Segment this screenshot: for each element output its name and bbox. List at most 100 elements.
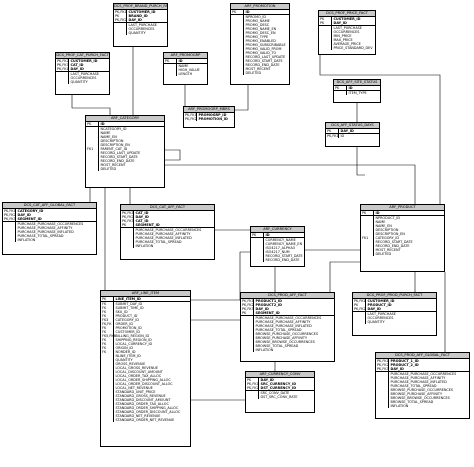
primary-key-column: LINE_ITEM_ID [113, 297, 190, 301]
column-row: DESCRIPTION [86, 139, 164, 143]
key-marker [121, 244, 133, 248]
column-name: LOCAL_DISCOUNT_AMOUNT [113, 370, 190, 374]
column-row: DESCRIPTION_EN [361, 232, 444, 236]
column-name: LENGTH [176, 72, 207, 76]
column-name: BROWSE_PURCHASE_OCCURRENCES [253, 332, 334, 336]
key-marker: FK [102, 338, 107, 342]
column-row: PURCHASE_PURCHASE_INFLATED [121, 236, 214, 240]
primary-key-column: DAY_ID [15, 213, 96, 217]
column-name: LAST_PURCHASE [68, 72, 109, 76]
column-name: PURCHASE_PURCHASE_AFFINITY [388, 376, 469, 380]
column-row: BROWSE_PURCHASE_AFFINITY [241, 336, 334, 340]
column-row: INFLATION [376, 404, 469, 408]
primary-key-column: PRODUCT2_ID [253, 303, 334, 307]
table-title: DCS_CAT_AFF_GLOBAL_FACT [3, 203, 96, 209]
key-marker: FK1 [87, 147, 94, 151]
column-name: NLINE_ITEM_ID [113, 354, 190, 358]
column-name: BILLING_REGION_ID [113, 334, 190, 338]
column-row: NAME [164, 64, 207, 68]
column-row: RECORD_END_DATE [231, 63, 289, 67]
column-row: LOCAL_NET_REVENUE [101, 386, 190, 390]
key-marker: PK,FK3 [377, 367, 389, 371]
column-name: HIGH_VALUE [176, 68, 207, 72]
column-name: DELETED [373, 252, 444, 256]
table-title: DCS_PROD_AFF_GLOBAL_FACT [376, 353, 469, 359]
primary-key-column: DAY_ID [68, 67, 109, 71]
column-name: LAST_PURCHASE [126, 23, 167, 27]
column-row: HIGH_VALUE [164, 68, 207, 72]
rel-days-to-product [356, 147, 365, 176]
key-marker [101, 418, 113, 422]
column-row: LAST_PURCHASE [56, 72, 109, 76]
column-row: RECORD_START_DATE [251, 254, 304, 258]
primary-key-column: BRAND_ID [126, 14, 167, 18]
column-name: CUSTOMER_ID [113, 330, 190, 334]
column-name: LOCAL_NET_REVENUE [113, 386, 190, 390]
table-title: DCS_PROF_PRICE_FACT [319, 11, 375, 17]
key-marker: PK [327, 129, 332, 133]
column-name: SUBMIT_TIME_ID [113, 306, 190, 310]
table-title: ARF_LINE_ITEM [101, 291, 190, 297]
key-marker: PK [242, 311, 247, 315]
rel-category-to-product [165, 164, 416, 205]
key-marker: PK,FK2 [4, 213, 16, 217]
column-name: OCCURRENCES [331, 30, 375, 34]
column-row: QUANTITY [56, 80, 109, 84]
key-marker: PK [354, 303, 359, 307]
rel-currency-to-line-item [191, 251, 250, 301]
column-row: RECORD_END_DATE [86, 159, 164, 163]
primary-key-column: CATEGORY_ID [15, 209, 96, 213]
key-marker: FK [102, 326, 107, 330]
column-row: MOST_RECENT [86, 163, 164, 167]
column-name: OCCURRENCES [68, 76, 109, 80]
section-divider [56, 71, 109, 72]
column-name: PRODUCT_ID [113, 314, 190, 318]
column-row: STANDARD_NET_REVENUE [101, 414, 190, 418]
primary-key-column: SEGMENT_ID [133, 223, 214, 227]
key-marker: FK [102, 330, 107, 334]
column-name: NAME_EN [98, 135, 164, 139]
column-row: PURCHASE_PURCHASE_INFLATED [3, 230, 96, 234]
column-row: PURCHASE_PURCHASE_OCCURRENCES [241, 316, 334, 320]
column-name: ID [338, 134, 379, 138]
column-name: PROMO_NAME [243, 19, 289, 23]
key-marker: FK [102, 302, 107, 306]
primary-key-column: DAY_ID [365, 307, 436, 311]
key-marker: FK [102, 346, 107, 350]
column-name: PROMO_VALID_FROM [243, 47, 289, 51]
primary-key-column: DAY_ID [133, 215, 214, 219]
column-name: SRC_CONV_DATE [258, 391, 314, 395]
column-row: ISO4217_ALPHA3 [251, 246, 304, 250]
column-row: NAME_EN [361, 224, 444, 228]
column-name: INFLATION [133, 244, 214, 248]
